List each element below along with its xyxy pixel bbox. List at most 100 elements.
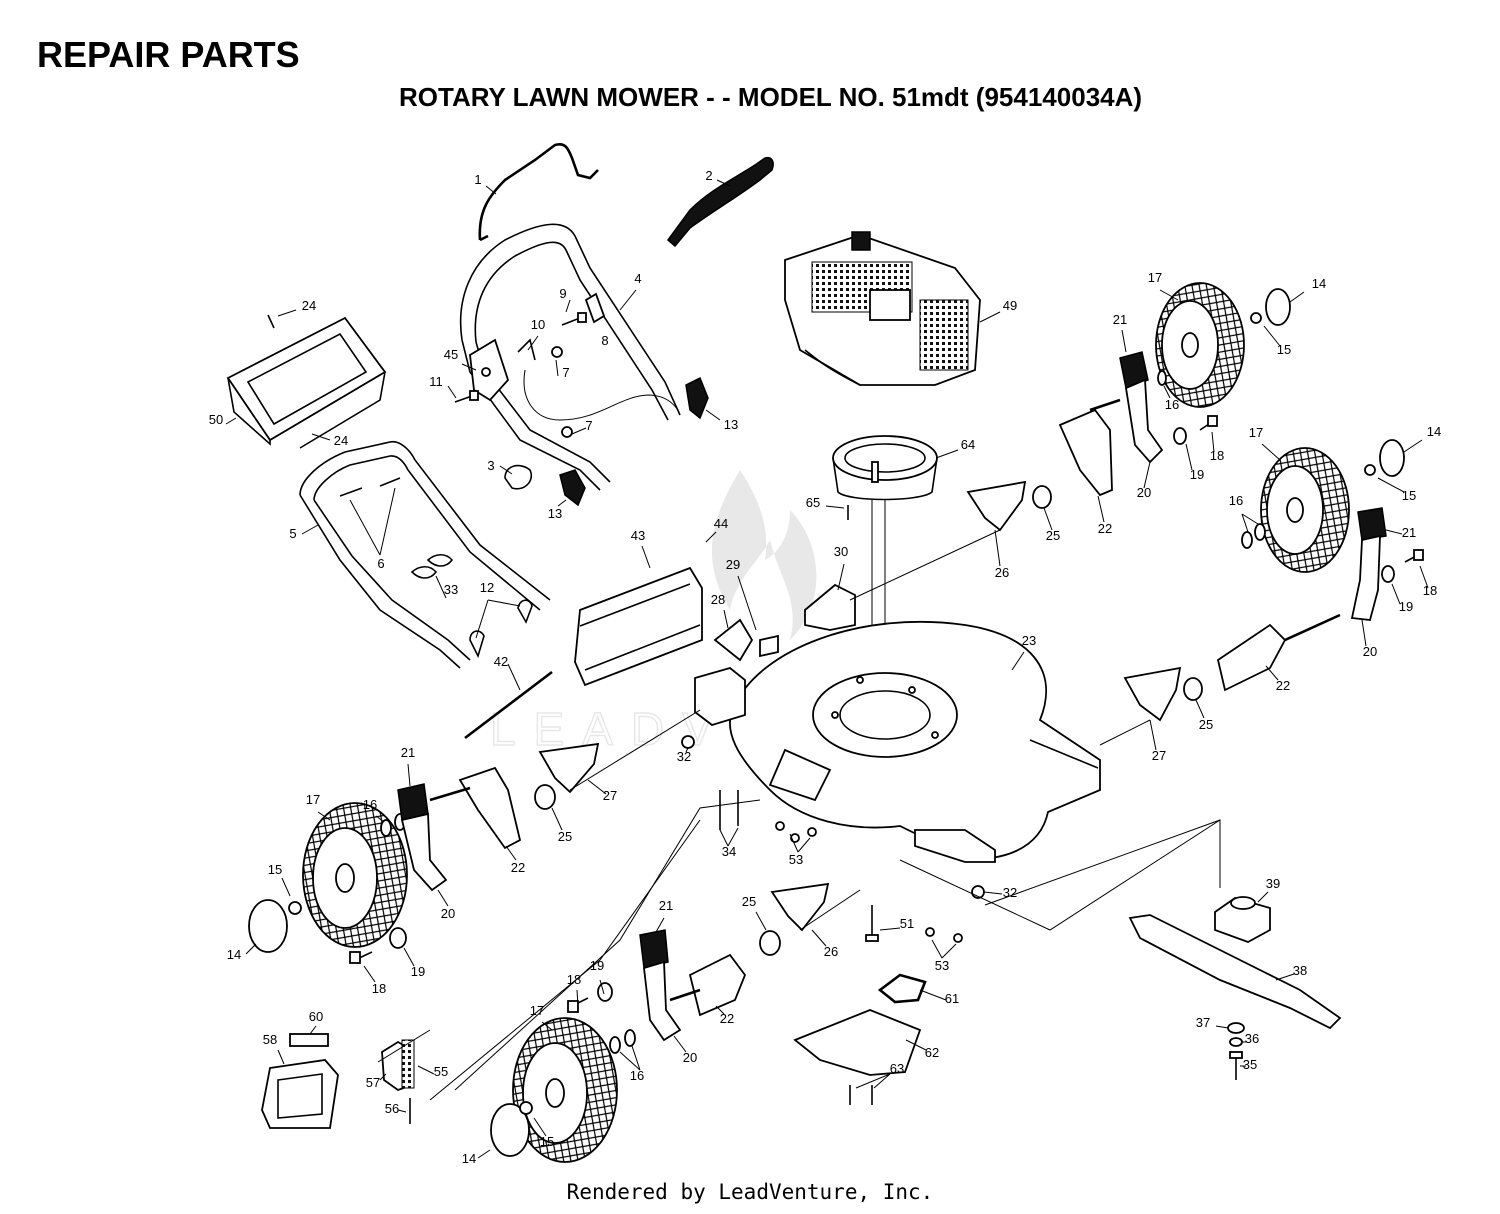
part-callout-7: 7	[585, 418, 592, 433]
part-callout-62: 62	[925, 1045, 939, 1060]
part-callout-21: 21	[401, 745, 415, 760]
part-callout-44: 44	[714, 516, 728, 531]
part-callout-17: 17	[1148, 270, 1162, 285]
spacer	[759, 634, 779, 658]
part-callout-42: 42	[494, 654, 508, 669]
part-callout-17: 17	[306, 792, 320, 807]
part-callout-19: 19	[1399, 599, 1413, 614]
part-callout-21: 21	[659, 898, 673, 913]
part-callout-9: 9	[559, 286, 566, 301]
height-plate	[966, 480, 1027, 532]
height-plate	[1123, 666, 1182, 722]
wing-nut	[426, 553, 454, 567]
mower-blade	[1128, 914, 1342, 1030]
part-callout-25: 25	[1046, 528, 1060, 543]
part-callout-27: 27	[1152, 748, 1166, 763]
part-callout-21: 21	[1113, 312, 1127, 327]
height-lever-rear-left	[397, 783, 448, 892]
lever-bolts	[349, 415, 1424, 1013]
part-callout-22: 22	[1098, 521, 1112, 536]
part-callout-14: 14	[462, 1151, 476, 1166]
axle-rod	[669, 988, 701, 1002]
handle-bolt	[339, 487, 363, 497]
part-callout-18: 18	[372, 981, 386, 996]
mulch-plug	[793, 1009, 922, 1076]
part-callout-1: 1	[474, 172, 481, 187]
engine	[784, 231, 981, 386]
part-callout-22: 22	[720, 1011, 734, 1026]
part-callout-50: 50	[209, 412, 223, 427]
part-callout-29: 29	[726, 557, 740, 572]
axle-bracket	[458, 766, 522, 850]
mulch-latch	[877, 973, 927, 1004]
handle-knob	[517, 599, 533, 624]
part-callout-32: 32	[677, 749, 691, 764]
part-callout-51: 51	[900, 916, 914, 931]
part-callout-19: 19	[411, 964, 425, 979]
part-callout-61: 61	[945, 991, 959, 1006]
part-callout-30: 30	[834, 544, 848, 559]
wheel-nut	[1364, 464, 1376, 476]
part-callout-16: 16	[363, 797, 377, 812]
engine-mount-ring	[832, 435, 938, 501]
part-callout-34: 34	[722, 844, 736, 859]
height-lever-front-left	[639, 929, 682, 1042]
blade-bolt-head	[1229, 1051, 1243, 1059]
part-callout-25: 25	[742, 894, 756, 909]
part-callout-27: 27	[603, 788, 617, 803]
part-callout-25: 25	[1199, 717, 1213, 732]
deck-bolt-head	[865, 934, 879, 942]
part-callout-24: 24	[334, 433, 348, 448]
page-title: REPAIR PARTS	[37, 34, 300, 75]
part-callout-38: 38	[1293, 963, 1307, 978]
wing-nut	[410, 565, 438, 579]
wheel-rear-right	[1155, 282, 1245, 408]
part-callout-36: 36	[1245, 1031, 1259, 1046]
part-callout-19: 19	[590, 958, 604, 973]
height-lever-front-right	[1350, 507, 1387, 621]
part-callout-24: 24	[302, 298, 316, 313]
part-callout-20: 20	[1363, 644, 1377, 659]
part-callout-25: 25	[558, 829, 572, 844]
part-callout-15: 15	[1277, 342, 1291, 357]
blade-lock-washer	[1229, 1037, 1243, 1047]
part-callout-39: 39	[1266, 876, 1280, 891]
part-callout-15: 15	[540, 1134, 554, 1149]
part-callout-4: 4	[634, 271, 641, 286]
height-plate	[538, 742, 600, 794]
part-callout-33: 33	[444, 582, 458, 597]
wheel-front-right	[1260, 447, 1350, 573]
part-callout-14: 14	[227, 947, 241, 962]
part-callout-21: 21	[1402, 525, 1416, 540]
lower-handle	[299, 440, 551, 669]
part-callout-60: 60	[309, 1009, 323, 1024]
part-callout-3: 3	[487, 458, 494, 473]
wheel-nut	[519, 1101, 533, 1115]
part-callout-57: 57	[366, 1075, 380, 1090]
part-callout-8: 8	[601, 333, 608, 348]
control-lever-upper	[685, 376, 709, 420]
part-callout-18: 18	[1210, 448, 1224, 463]
part-callout-26: 26	[824, 944, 838, 959]
main-handle	[459, 223, 681, 491]
part-callout-49: 49	[1003, 298, 1017, 313]
part-callout-15: 15	[268, 862, 282, 877]
wheel-nut	[1250, 312, 1262, 324]
height-adjuster-plate	[713, 618, 754, 662]
part-callout-37: 37	[1196, 1015, 1210, 1030]
deflector-rod	[464, 670, 553, 740]
upper-handle-rod	[478, 142, 599, 242]
leader-lines	[225, 179, 1429, 1159]
part-callout-63: 63	[890, 1061, 904, 1076]
blade-adapter	[1214, 896, 1271, 943]
height-adjuster-bracket	[694, 667, 746, 726]
spacers	[534, 485, 1203, 956]
control-cable	[523, 369, 679, 421]
part-callout-65: 65	[806, 495, 820, 510]
part-callout-6: 6	[377, 556, 384, 571]
axle-rod	[429, 786, 471, 802]
part-callout-19: 19	[1190, 467, 1204, 482]
rear-hinge-bracket	[804, 583, 856, 631]
control-lever-lower	[559, 469, 586, 507]
